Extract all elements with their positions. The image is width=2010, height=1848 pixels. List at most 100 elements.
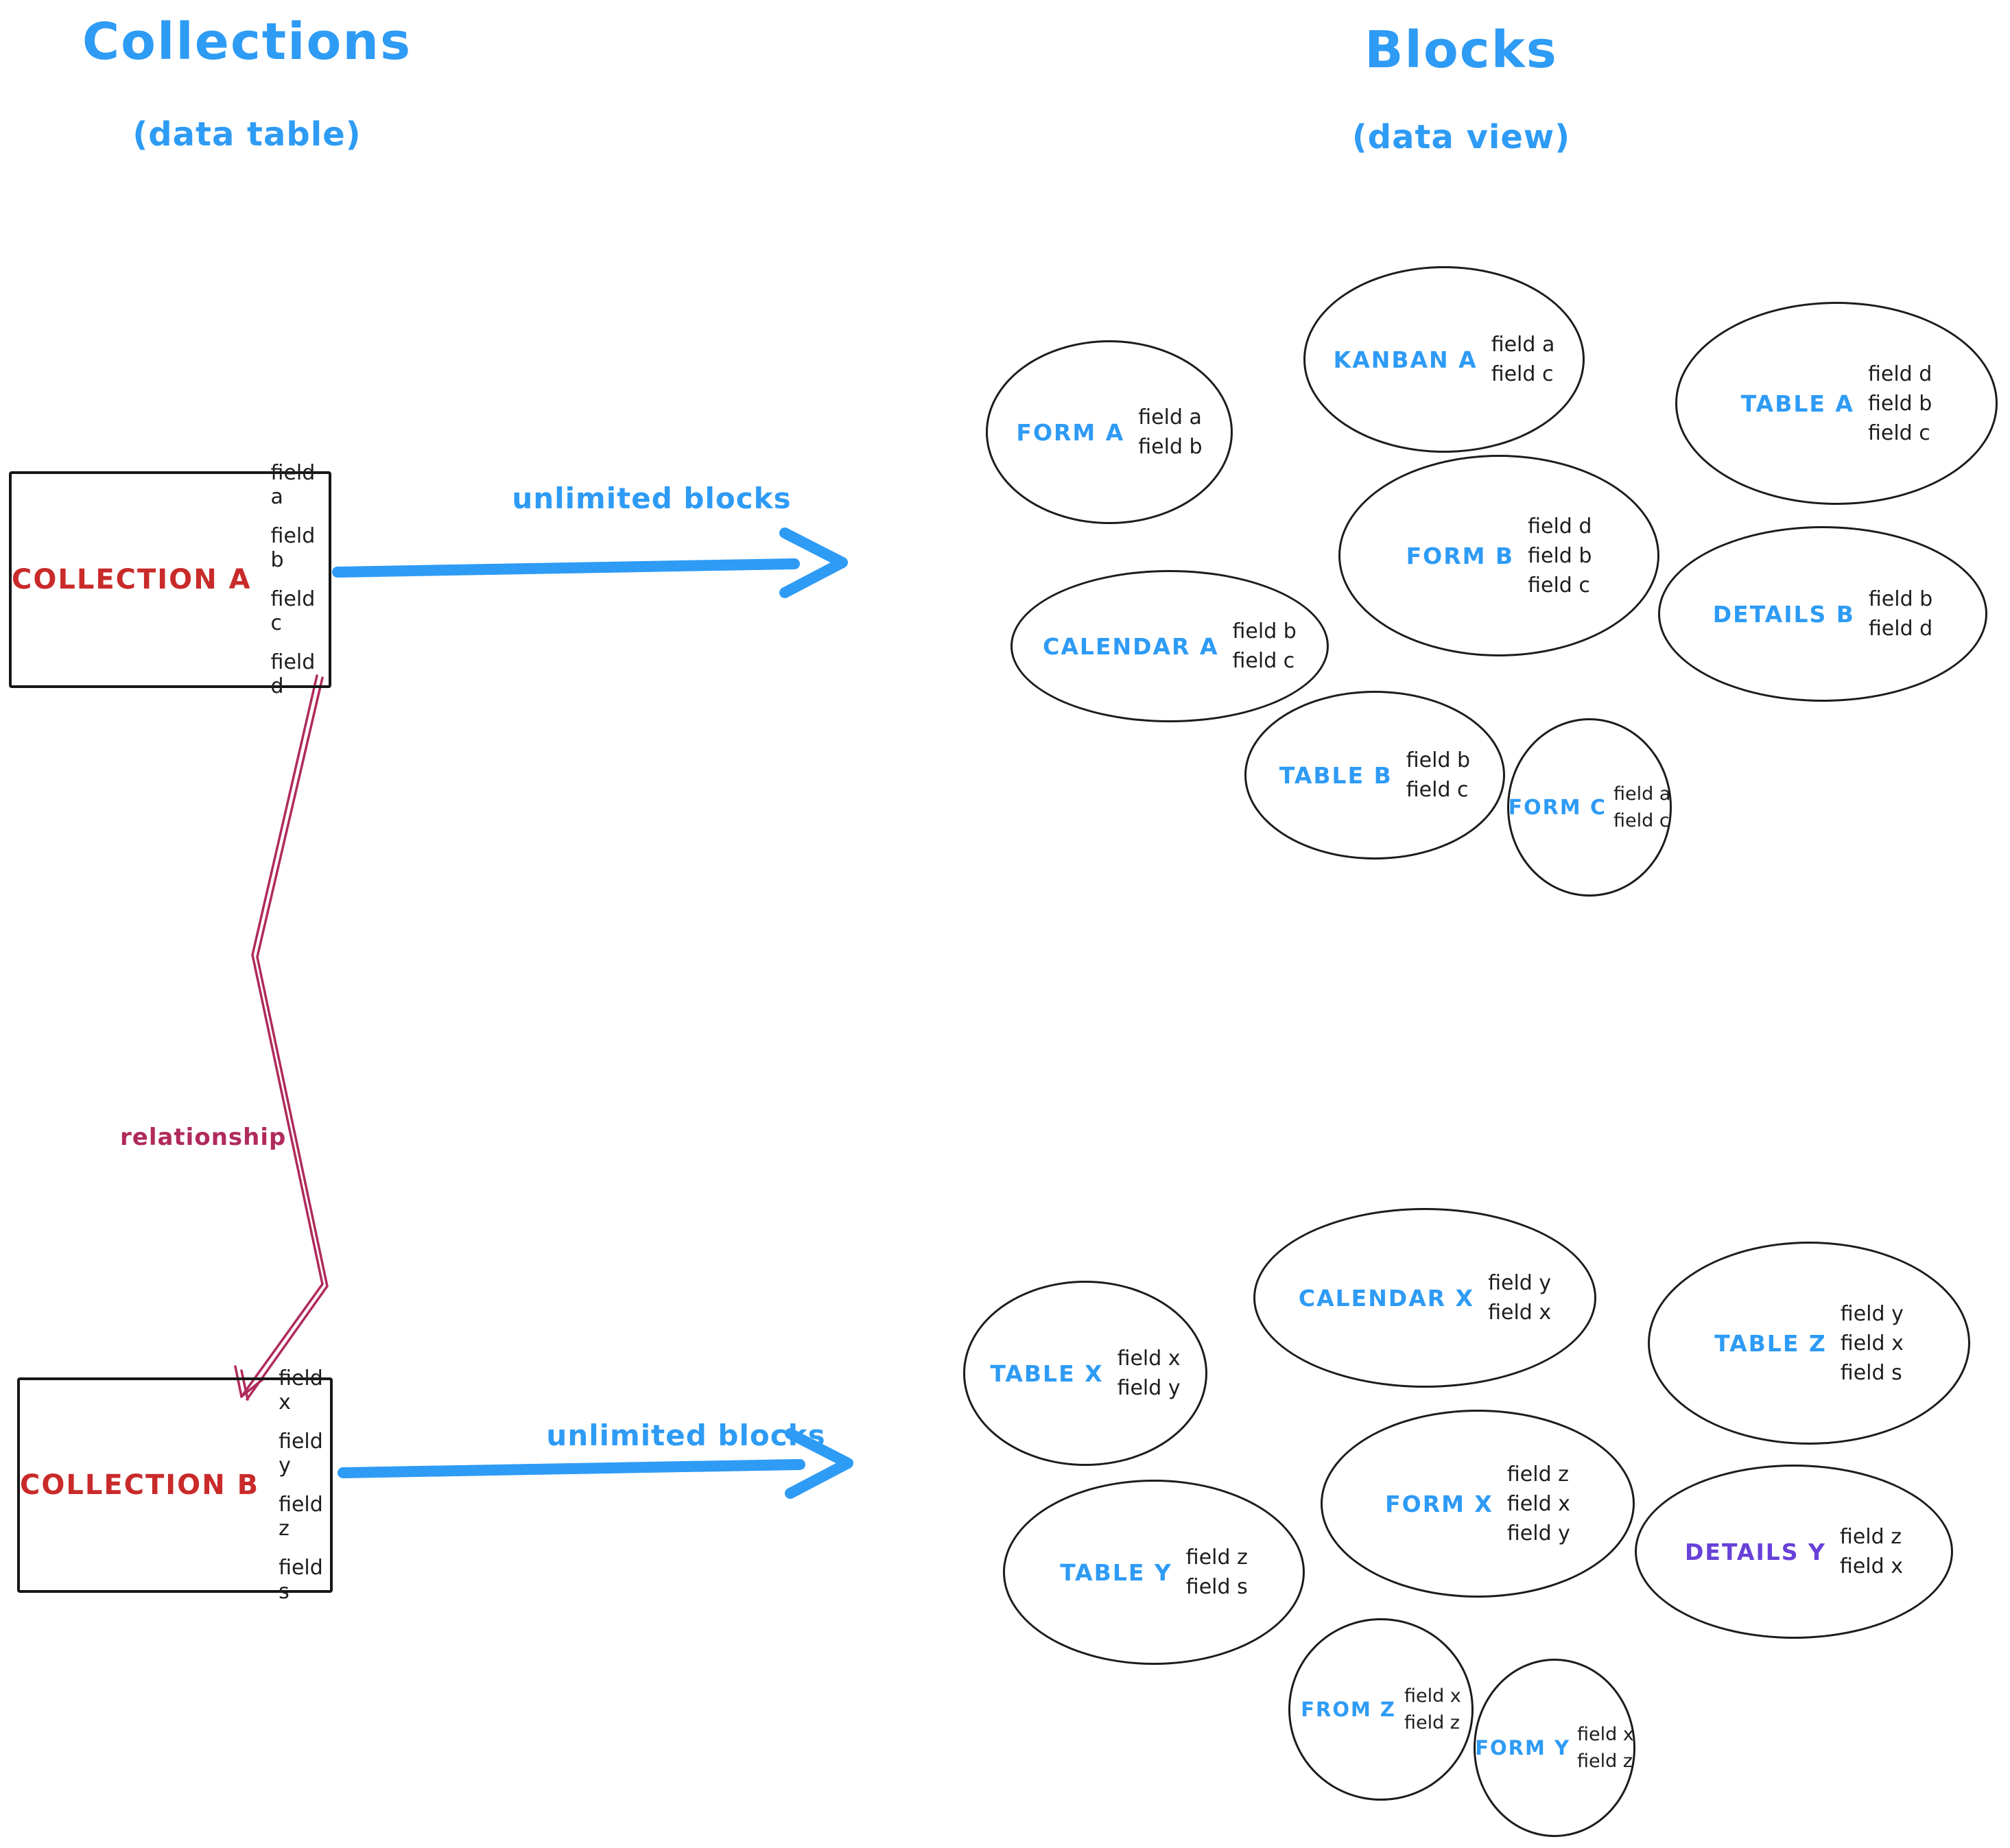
block-field: field z [1404, 1712, 1460, 1733]
block-field: field x [1576, 1724, 1634, 1745]
block-details-b-fields: field b field d [1869, 587, 1932, 641]
block-field: field x [1506, 1491, 1570, 1516]
relationship-arrow [234, 674, 329, 1401]
collection-field: field b [270, 524, 316, 572]
block-field: field b [1528, 543, 1592, 568]
block-field: field z [1185, 1545, 1248, 1569]
block-field: field b [1232, 619, 1297, 643]
block-field: field b [1867, 391, 1932, 416]
collection-field: field y [279, 1430, 323, 1478]
block-table-b-label: TABLE B [1279, 761, 1393, 789]
block-field: field c [1232, 649, 1295, 673]
block-field: field b [1406, 748, 1471, 772]
collections-subtitle: (data table) [132, 115, 362, 154]
block-calendar-x-fields: field y field x [1488, 1271, 1551, 1325]
block-table-b: TABLE B field b field c [1244, 691, 1505, 860]
block-details-y: DETAILS Y field z field x [1635, 1465, 1953, 1639]
block-field: field z [1506, 1462, 1569, 1486]
collection-b-box: COLLECTION B field x field y field z fie… [17, 1366, 333, 1604]
block-field: field a [1138, 405, 1202, 429]
block-field: field x [1404, 1685, 1461, 1707]
unlimited-blocks-arrow-top [332, 528, 848, 598]
block-form-y-fields: field x field z [1577, 1724, 1634, 1772]
block-from-z-label: FROM Z [1301, 1698, 1396, 1721]
block-form-a-fields: field a field b [1138, 405, 1202, 459]
block-field: field y [1488, 1271, 1552, 1295]
block-form-y-label: FORM Y [1475, 1736, 1570, 1760]
blocks-title: Blocks [1364, 21, 1558, 80]
collection-a-name: COLLECTION A [12, 564, 252, 595]
block-field: field b [1138, 435, 1203, 459]
block-kanban-a-fields: field a field c [1491, 333, 1555, 386]
block-form-c-fields: field a field c [1613, 783, 1670, 831]
collections-title: Collections [82, 12, 412, 71]
collection-field: field d [270, 650, 316, 698]
block-field: field x [1488, 1301, 1552, 1325]
collection-field: field z [279, 1493, 323, 1541]
block-form-c-label: FORM C [1508, 795, 1607, 820]
block-field: field x [1839, 1554, 1903, 1578]
block-table-z: TABLE Z field y field x field s [1648, 1242, 1970, 1445]
block-form-c: FORM C field a field c [1507, 718, 1672, 897]
block-field: field c [1528, 573, 1590, 597]
block-calendar-x-label: CALENDAR X [1298, 1284, 1475, 1312]
collection-b-fields: field x field y field z field s [279, 1366, 330, 1604]
block-field: field y [1506, 1521, 1570, 1545]
block-field: field c [1867, 420, 1930, 445]
block-details-y-fields: field z field x [1840, 1525, 1903, 1578]
block-kanban-a: KANBAN A field a field c [1303, 266, 1585, 453]
block-details-b-label: DETAILS B [1712, 600, 1855, 628]
collection-b-name: COLLECTION B [20, 1469, 260, 1501]
block-field: field d [1868, 617, 1933, 641]
unlimited-blocks-label-bottom: unlimited blocks [546, 1419, 826, 1452]
block-field: field a [1491, 333, 1555, 357]
block-calendar-a-fields: field b field c [1233, 619, 1297, 673]
block-from-z-fields: field x field z [1404, 1685, 1461, 1733]
block-field: field c [1613, 810, 1670, 831]
collection-field: field c [270, 587, 316, 635]
block-calendar-a-label: CALENDAR A [1043, 632, 1219, 660]
collection-field: field a [270, 461, 316, 509]
block-table-a-fields: field d field b field c [1868, 362, 1932, 445]
block-from-z: FROM Z field x field z [1288, 1618, 1474, 1801]
block-field: field c [1491, 362, 1554, 386]
block-field: field z [1839, 1525, 1902, 1549]
block-table-a: TABLE A field d field b field c [1675, 302, 1998, 505]
block-field: field y [1840, 1301, 1904, 1326]
block-form-a: FORM A field a field b [986, 340, 1233, 524]
block-details-y-label: DETAILS Y [1685, 1538, 1826, 1565]
block-table-x: TABLE X field x field y [963, 1281, 1207, 1466]
collection-a-fields: field a field b field c field d [271, 461, 329, 698]
block-table-z-fields: field y field x field s [1841, 1302, 1904, 1385]
block-form-y: FORM Y field x field z [1474, 1659, 1635, 1837]
block-form-b-label: FORM B [1406, 542, 1515, 569]
block-table-z-label: TABLE Z [1714, 1329, 1827, 1357]
blocks-subtitle: (data view) [1351, 118, 1571, 156]
block-kanban-a-label: KANBAN A [1333, 346, 1478, 373]
block-table-a-label: TABLE A [1740, 390, 1854, 417]
block-form-x: FORM X field z field x field y [1321, 1410, 1635, 1598]
block-field: field x [1840, 1331, 1904, 1355]
block-form-b: FORM B field d field b field c [1338, 455, 1659, 656]
block-calendar-x: CALENDAR X field y field x [1253, 1208, 1596, 1388]
unlimited-blocks-arrow-bottom [338, 1428, 853, 1499]
block-table-y-fields: field z field s [1186, 1545, 1248, 1599]
block-table-x-fields: field x field y [1118, 1347, 1181, 1400]
block-field: field d [1867, 362, 1932, 386]
block-table-y: TABLE Y field z field s [1003, 1480, 1305, 1665]
block-field: field a [1613, 783, 1671, 805]
collection-field: field s [279, 1556, 323, 1604]
block-field: field x [1117, 1347, 1181, 1371]
block-details-b: DETAILS B field b field d [1658, 526, 1987, 702]
block-form-a-label: FORM A [1016, 418, 1125, 446]
collection-field: field x [279, 1366, 323, 1414]
collection-a-box: COLLECTION A field a field b field c fie… [9, 461, 331, 698]
block-field: field s [1840, 1360, 1902, 1385]
block-calendar-a: CALENDAR A field b field c [1010, 570, 1329, 722]
block-table-y-label: TABLE Y [1060, 1559, 1172, 1586]
block-field: field y [1117, 1376, 1181, 1400]
block-form-x-label: FORM X [1385, 1490, 1493, 1517]
block-table-x-label: TABLE X [990, 1360, 1104, 1387]
unlimited-blocks-label-top: unlimited blocks [512, 482, 792, 515]
